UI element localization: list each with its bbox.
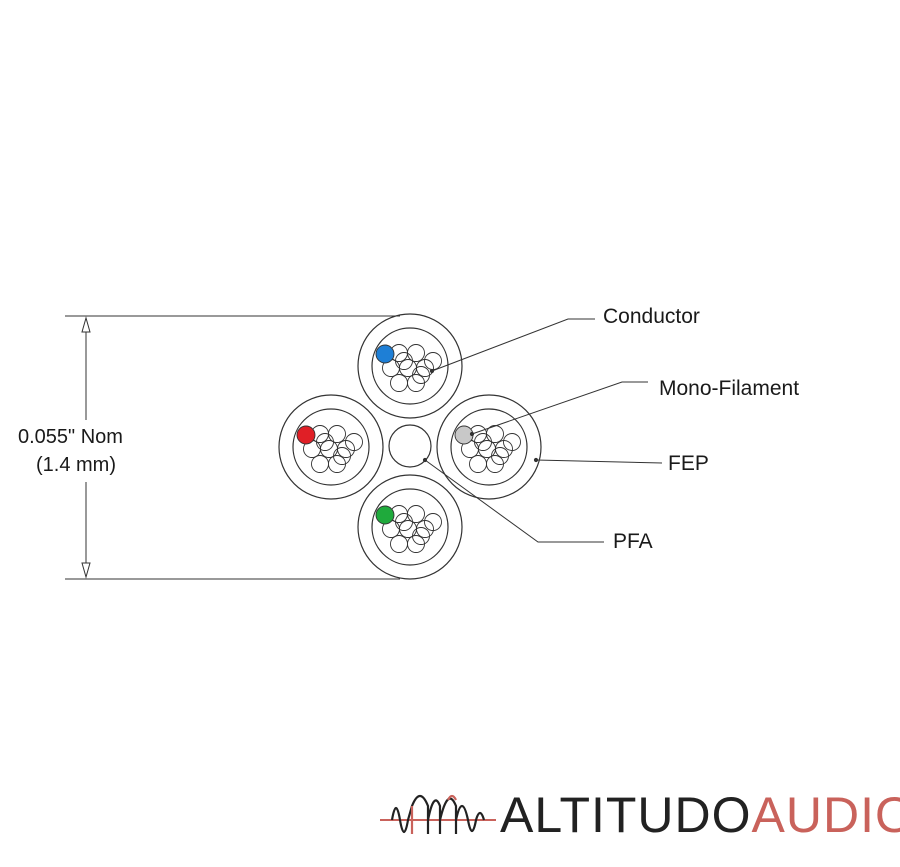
cable-unit-right [436,394,542,500]
conductor-strand [412,527,430,545]
pfa-leader [422,457,604,543]
conductor-strand [491,447,509,465]
pfa-insulation [450,408,528,486]
conductor-leader-tip [429,368,435,374]
conductor-strand [474,433,492,451]
mono-filament-top [375,344,395,364]
conductor-leader-line [431,318,595,372]
fep-leader-tip [533,457,539,463]
logo-waveform [390,794,486,834]
conductor-strand [412,366,430,384]
mono-filament-bottom [375,505,395,525]
conductor-strand [390,374,408,392]
pfa-leader-line [424,459,604,543]
fep-jacket [436,394,542,500]
brand-logo: ALTITUDOAUDIO [500,790,900,840]
mono-filament-leader [469,381,648,437]
dimension-bottom-arrow [81,562,91,579]
conductor-strand [395,513,413,531]
cable-bundle [278,313,542,580]
conductor-strand [407,505,425,523]
cable-unit-bottom [357,474,463,580]
cable-unit-left [278,394,384,500]
dimension-top-arrow [81,316,91,333]
pfa-insulation [371,327,449,405]
pfa-label: PFA [613,530,653,553]
conductor-strand [469,455,487,473]
mono-filament-left [296,425,316,445]
logo-waveform-icon [380,794,496,834]
conductor-strand [390,535,408,553]
dimension-inch-label: 0.055" Nom [18,426,123,448]
logo-waveform-accent [410,794,457,834]
dimension-marker [65,315,400,580]
center-filler [388,424,432,468]
mono-filament-leader-tip [469,431,475,437]
cable-unit-top [357,313,463,419]
conductor-strand [333,447,351,465]
pfa-insulation [371,488,449,566]
fep-jacket [357,474,463,580]
conductor-leader [429,318,595,374]
fep-leader [533,457,663,464]
fep-label: FEP [668,452,709,475]
conductor-strand [345,433,363,451]
conductor-strand [503,433,521,451]
conductor-label: Conductor [603,305,700,328]
pfa-leader-tip [422,457,428,463]
conductor-strand [316,433,334,451]
fep-jacket [278,394,384,500]
conductor-strand [407,344,425,362]
dimension-mm-label: (1.4 mm) [36,454,116,476]
conductor-strand [311,455,329,473]
leader-lines [422,318,663,543]
pfa-insulation [292,408,370,486]
conductor-strand [424,513,442,531]
mono-filament-label: Mono-Filament [659,377,800,400]
logo-word-audio: AUDIO [751,787,900,843]
conductor-strand [395,352,413,370]
conductor-strand [328,425,346,443]
logo-word-altitudo: ALTITUDO [500,787,752,843]
mono-filament-leader-line [471,381,648,435]
fep-leader-line [535,459,663,464]
fep-jacket [357,313,463,419]
